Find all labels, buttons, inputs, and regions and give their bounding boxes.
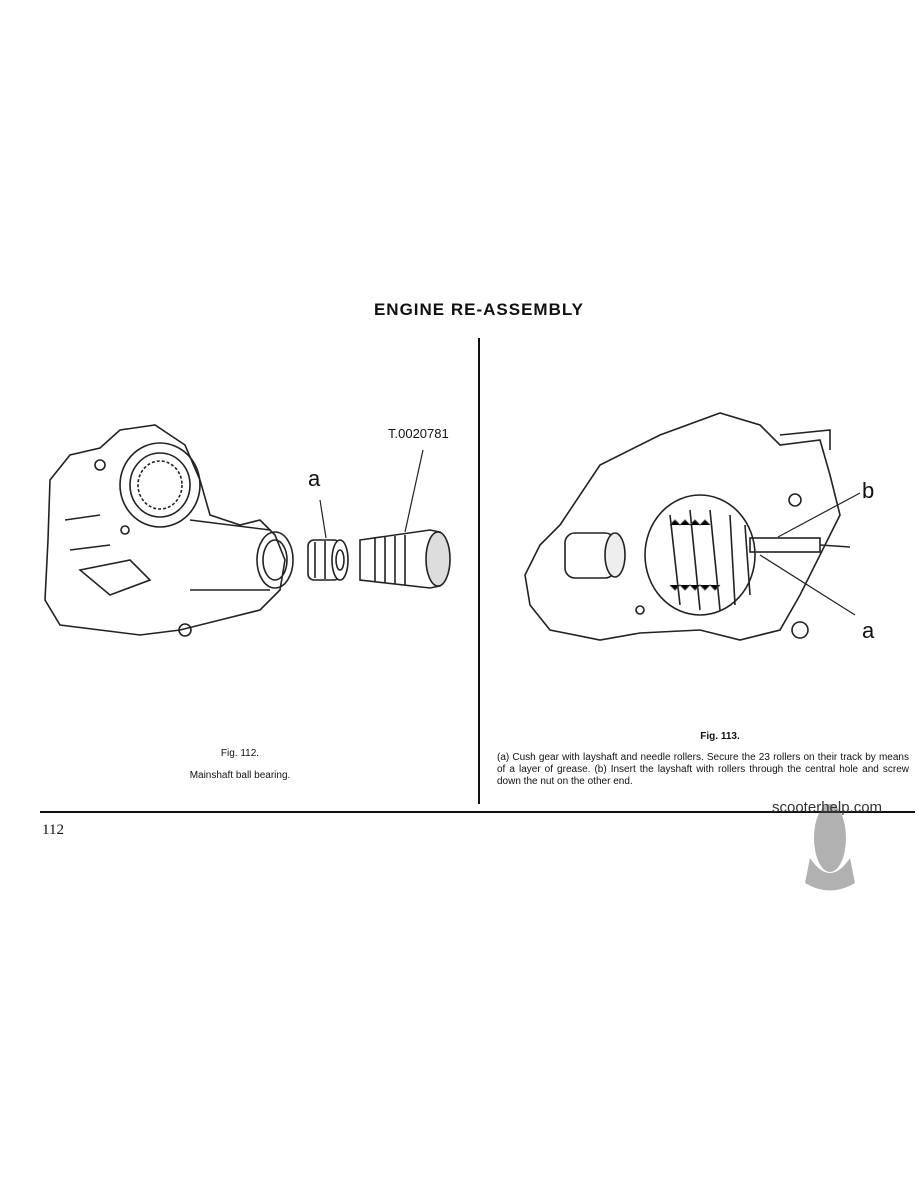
figure-112-callout-a: a bbox=[308, 466, 321, 491]
scooterhelp-logo bbox=[805, 804, 855, 891]
watermark-text[interactable]: scooterhelp.com bbox=[772, 799, 883, 816]
figure-112-caption: Fig. 112. bbox=[220, 748, 260, 759]
figure-113-description: (a) Cush gear with layshaft and needle r… bbox=[497, 752, 909, 788]
footer-rule bbox=[40, 811, 915, 813]
figure-113-caption: Fig. 113. bbox=[700, 731, 740, 742]
figure-112-illustration bbox=[44, 424, 451, 637]
figure-113-illustration bbox=[524, 412, 861, 641]
column-divider bbox=[478, 338, 480, 804]
figure-113-callout-a: a bbox=[862, 618, 875, 643]
figure-112-description: Mainshaft ball bearing. bbox=[189, 770, 291, 781]
page-number: 112 bbox=[42, 822, 64, 838]
page-title: ENGINE RE-ASSEMBLY bbox=[373, 300, 585, 319]
figure-113-description-text: (a) Cush gear with layshaft and needle r… bbox=[497, 752, 909, 787]
figure-113-callout-b: b bbox=[862, 478, 875, 503]
figure-112-part-label: T.0020781 bbox=[388, 426, 449, 441]
